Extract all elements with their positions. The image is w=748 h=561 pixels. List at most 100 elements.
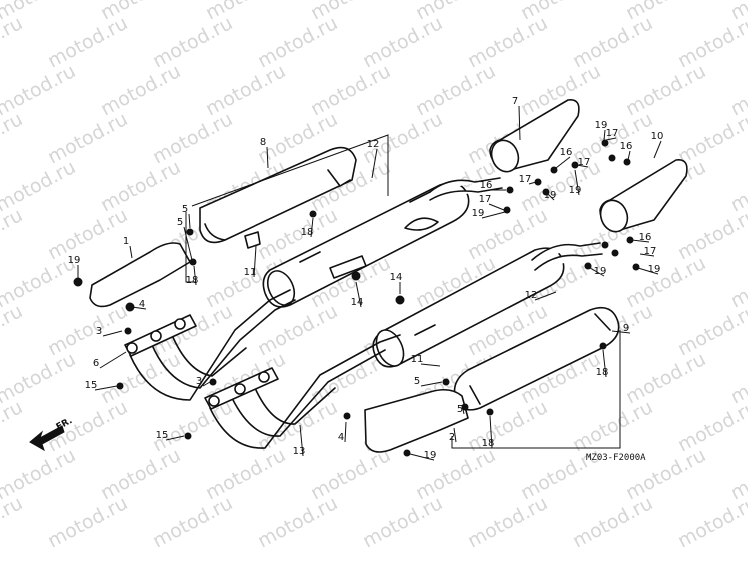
watermark-text: motod.ru — [674, 396, 748, 456]
callout-leader-line — [488, 203, 505, 211]
callout-number: 19 — [569, 185, 582, 196]
callout-leader-line — [355, 281, 362, 308]
watermark-text: motod.ru — [254, 492, 341, 552]
exhaust-pipe-assembly-13 — [204, 334, 401, 449]
watermark-text: motod.ru — [412, 60, 499, 120]
callout-number: 19 — [424, 450, 437, 461]
callout-leader-line — [534, 291, 557, 301]
watermark-text: motod.ru — [569, 492, 656, 552]
callout-leader-line — [576, 164, 589, 168]
callout-leader-line — [409, 453, 435, 461]
callout-leader-line — [183, 226, 193, 261]
callout-number: 18 — [596, 367, 609, 378]
upper-muffler — [262, 177, 503, 308]
watermark-text: motod.ru — [0, 396, 26, 456]
callout-leader-line — [639, 253, 655, 257]
callout-number: 7 — [512, 96, 518, 107]
callout-leader-line — [637, 267, 659, 275]
callout-leader-line — [202, 381, 211, 387]
callout-leader-line — [603, 129, 606, 141]
watermark-text: motod.ru — [464, 492, 551, 552]
exhaust-pipe-assembly-6 — [124, 289, 296, 401]
watermark-text: motod.ru — [44, 492, 131, 552]
watermark-text: motod.ru — [674, 108, 748, 168]
callout-number: 1 — [123, 236, 129, 247]
callout-number: 19 — [68, 255, 81, 266]
callout-number: 19 — [648, 264, 661, 275]
callout-number: 18 — [186, 275, 199, 286]
watermark-text: motod.ru — [622, 348, 709, 408]
callout-number: 5 — [414, 376, 420, 387]
callout-leader-line — [94, 385, 118, 391]
watermark-text: motod.ru — [97, 156, 184, 216]
callout-leader-line — [555, 156, 571, 169]
lower-muffler — [372, 242, 603, 368]
callout-leader-line — [489, 415, 493, 449]
callout-number: 11 — [411, 354, 424, 365]
callout-number: 3 — [196, 376, 202, 387]
watermark-text: motod.ru — [622, 60, 709, 120]
callout-number: 19 — [544, 190, 557, 201]
callout-number: 14 — [351, 297, 364, 308]
watermark-text: motod.ru — [622, 252, 709, 312]
callout-number: 15 — [85, 380, 98, 391]
callout-number: 9 — [623, 323, 629, 334]
callout-leader-line — [344, 421, 347, 443]
callout-leader-line — [589, 267, 605, 277]
callout-number: 5 — [182, 204, 188, 215]
front-protector-upper — [89, 242, 191, 308]
callout-number: 17 — [644, 246, 657, 257]
callout-number: 5 — [457, 404, 463, 415]
watermark-text: motod.ru — [0, 492, 26, 552]
upper-heat-shield — [199, 146, 357, 249]
front-protector-lower — [364, 388, 469, 453]
watermark-text: motod.ru — [307, 60, 394, 120]
callout-number: 16 — [560, 147, 573, 158]
hardware-markers — [73, 139, 640, 457]
callout-leader-line — [102, 330, 123, 337]
watermark-text: motod.ru — [674, 492, 748, 552]
watermark-text: motod.ru — [569, 396, 656, 456]
callout-leader-line — [627, 150, 631, 161]
callout-number: 19 — [594, 266, 607, 277]
callout-leader-line — [420, 363, 441, 367]
watermark-text: motod.ru — [0, 300, 26, 360]
callout-number: 19 — [595, 120, 608, 131]
callout-number: 12 — [367, 139, 380, 150]
watermark-text: motod.ru — [149, 108, 236, 168]
watermark-text: motod.ru — [359, 492, 446, 552]
muffler-end-cap-lower — [599, 159, 688, 233]
callout-number: 16 — [620, 141, 633, 152]
watermark-text: motod.ru — [254, 12, 341, 72]
watermark-text: motod.ru — [97, 444, 184, 504]
watermark-text: motod.ru — [254, 300, 341, 360]
callout-number: 6 — [93, 358, 99, 369]
callout-number: 16 — [639, 232, 652, 243]
watermark-text: motod.ru — [674, 204, 748, 264]
callout-leader-line — [605, 137, 617, 141]
watermark-text: motod.ru — [44, 300, 131, 360]
callout-leader-line — [420, 381, 443, 387]
callout-number: 17 — [519, 174, 532, 185]
callout-number: 17 — [606, 128, 619, 139]
callout-number: 17 — [578, 157, 591, 168]
watermark-text: motod.ru — [464, 12, 551, 72]
callout-leader-line — [528, 181, 537, 185]
callout-number: 13 — [293, 446, 306, 457]
callout-number: 18 — [482, 438, 495, 449]
callout-leader-line — [611, 330, 631, 334]
callout-number: 12 — [525, 290, 538, 301]
watermark-text: motod.ru — [307, 444, 394, 504]
watermark-text: motod.ru — [674, 12, 748, 72]
callout-leader-line — [631, 239, 650, 243]
watermark-text: motod.ru — [0, 204, 26, 264]
callout-leader-line — [165, 435, 185, 441]
callout-number: 4 — [139, 299, 145, 310]
callout-leader-line — [481, 211, 506, 219]
callout-number: 15 — [156, 430, 169, 441]
callout-leader-line — [461, 404, 465, 415]
callout-number: 2 — [449, 432, 455, 443]
watermark-text: motod.ru — [569, 12, 656, 72]
callout-leader-line — [299, 424, 304, 457]
callout-leader-line — [129, 245, 133, 259]
